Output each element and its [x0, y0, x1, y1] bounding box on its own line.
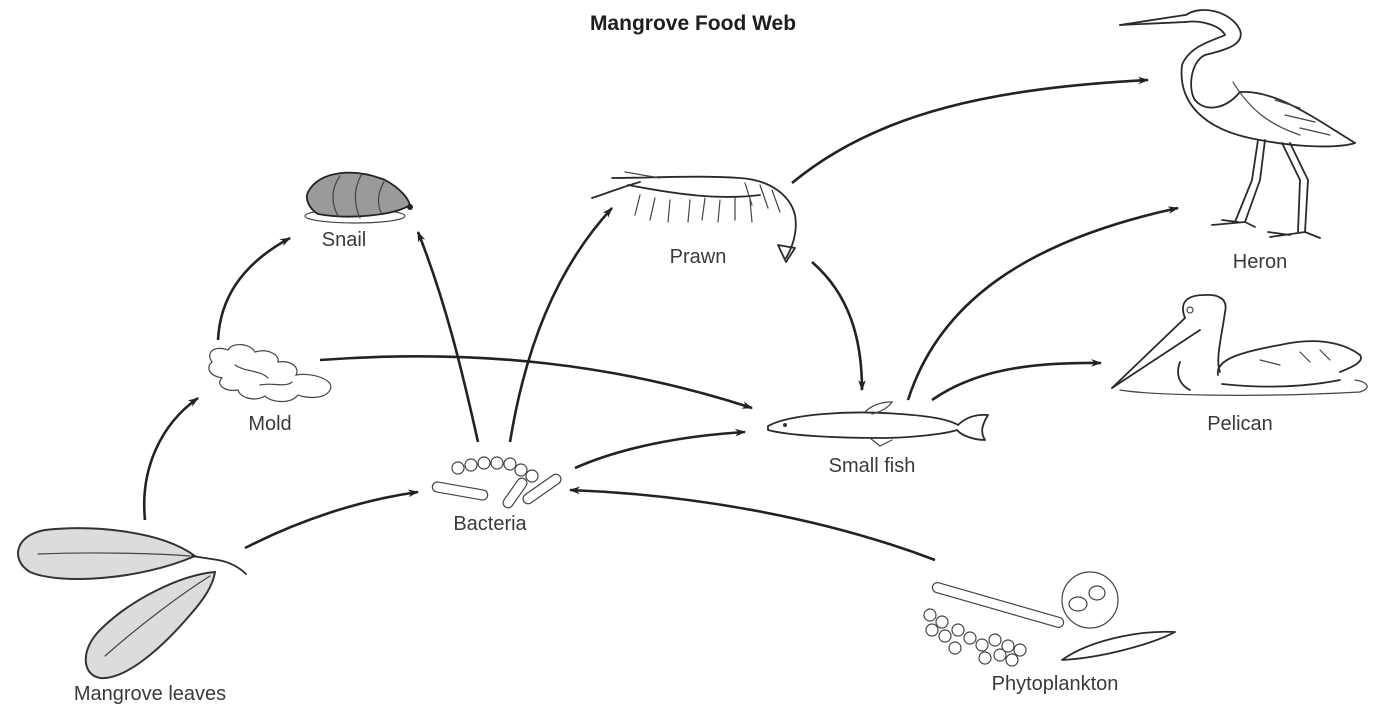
label-small-fish: Small fish — [829, 455, 916, 477]
arrow-phytoplankton-to-bacteria — [568, 486, 936, 562]
arrow-smallfish-to-heron — [906, 206, 1180, 401]
phytoplankton-illustration — [923, 571, 1176, 667]
arrow-smallfish-to-pelican — [931, 359, 1103, 402]
label-heron: Heron — [1233, 251, 1287, 273]
mold-illustration — [208, 344, 332, 403]
label-bacteria: Bacteria — [453, 513, 527, 535]
arrow-leaves-to-mold — [142, 396, 199, 521]
arrow-prawn-to-heron — [791, 76, 1150, 185]
arrow-bacteria-to-snail — [416, 230, 480, 443]
arrow-bacteria-to-smallfish — [574, 428, 747, 470]
mangrove-leaves-illustration — [17, 527, 247, 680]
arrow-mold-to-snail — [216, 236, 291, 341]
arrow-prawn-to-smallfish — [811, 261, 866, 392]
label-prawn: Prawn — [670, 246, 727, 268]
label-mangrove-leaves: Mangrove leaves — [74, 683, 226, 705]
bacteria-illustration — [431, 456, 562, 509]
arrow-bacteria-to-prawn — [508, 207, 613, 443]
heron-illustration — [1119, 9, 1356, 239]
arrow-leaves-to-bacteria — [244, 489, 420, 550]
label-mold: Mold — [248, 413, 291, 435]
label-snail: Snail — [322, 229, 366, 251]
arrow-mold-to-smallfish — [319, 354, 754, 410]
label-pelican: Pelican — [1207, 413, 1273, 435]
arrows — [142, 76, 1180, 562]
pelican-illustration — [1111, 294, 1368, 396]
small-fish-illustration — [767, 401, 989, 447]
snail-illustration — [304, 171, 413, 224]
diagram-title: Mangrove Food Web — [590, 12, 796, 35]
label-phytoplankton: Phytoplankton — [992, 673, 1119, 695]
prawn-illustration — [591, 171, 797, 263]
